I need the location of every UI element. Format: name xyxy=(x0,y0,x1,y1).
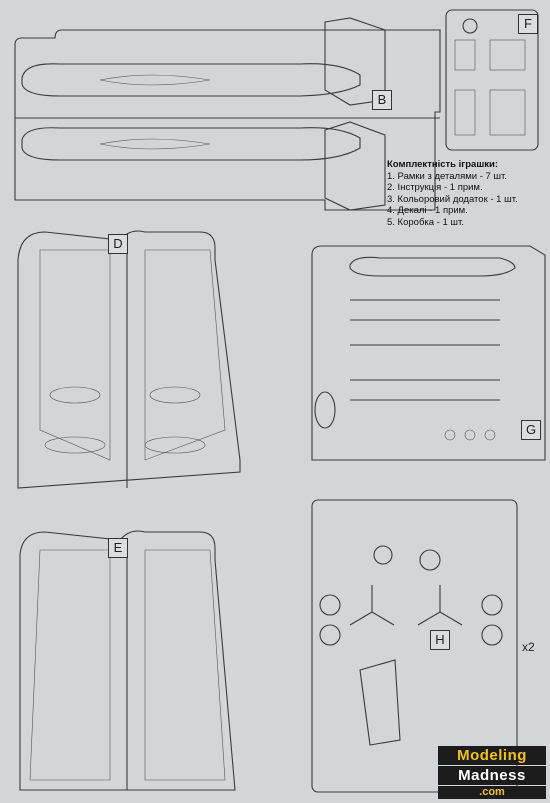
kit-contents-item: 2. Інструкція - 1 прим. xyxy=(387,182,483,193)
fuselage-left-half xyxy=(21,63,361,97)
watermark-line-3: .com xyxy=(438,786,546,799)
sprue-label-f: F xyxy=(518,14,538,34)
propeller-right xyxy=(417,585,463,626)
sprue-g-frame xyxy=(311,245,546,461)
kit-contents-item: 1. Рамки з деталями - 7 шт. xyxy=(387,170,507,182)
watermark-line-1: Modeling xyxy=(438,746,546,765)
sprue-b-frame xyxy=(14,17,441,211)
sprue-f-frame xyxy=(445,9,539,151)
sprue-label-g: G xyxy=(521,420,541,440)
propeller-left xyxy=(349,585,395,626)
kit-contents-title: Комплектність іграшки: xyxy=(387,159,498,170)
watermark-logo: Modeling Madness .com xyxy=(438,746,546,799)
kit-contents-item: 4. Декалі - 1 прим. xyxy=(387,205,468,216)
tail-fin-lower xyxy=(324,121,386,211)
sprue-label-e: E xyxy=(108,538,128,558)
sprue-multiplier: x2 xyxy=(522,640,535,654)
watermark-line-2: Madness xyxy=(438,766,546,785)
sprue-label-h: H xyxy=(430,630,450,650)
sprue-label-b: B xyxy=(372,90,392,110)
sprue-d-frame xyxy=(17,230,241,489)
kit-contents-item: 3. Кольоровий додаток - 1 шт. xyxy=(387,193,518,205)
sprue-h-frame xyxy=(311,499,518,793)
kit-contents-list: Комплектність іграшки: 1. Рамки з деталя… xyxy=(387,159,547,228)
fuselage-right-half xyxy=(21,127,361,161)
sprue-label-d: D xyxy=(108,234,128,254)
sprue-e-frame xyxy=(19,530,236,791)
kit-contents-item: 5. Коробка - 1 шт. xyxy=(387,216,464,228)
